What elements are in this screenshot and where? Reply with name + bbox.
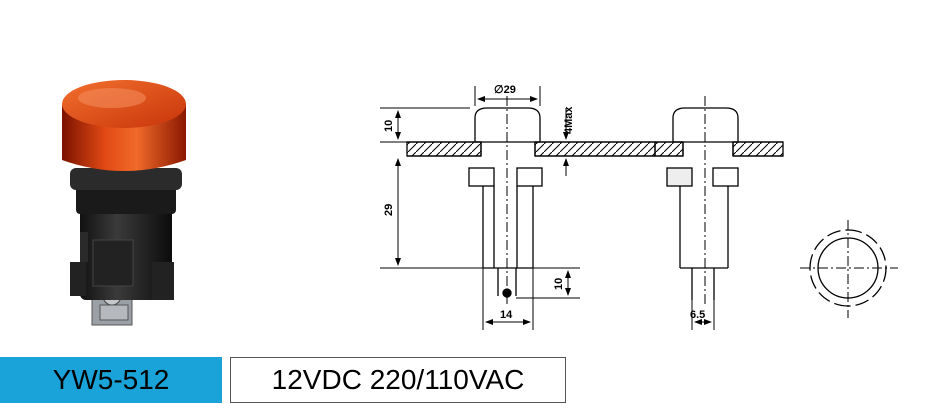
dim-terminal-length: 10 [553,278,565,290]
dim-diameter: ∅29 [494,84,516,96]
dim-body-height: 29 [383,204,395,216]
bottom-view [800,220,898,318]
side-view-plain [654,96,784,305]
dimension-lines-2 [691,300,715,330]
dim-terminal-gap: 6.5 [690,309,705,321]
dim-panel-max: 4Max [563,106,575,134]
dim-cap-height: 10 [383,120,395,132]
model-label: YW5-512 [0,357,222,403]
side-view-dimensioned [406,96,656,305]
dim-body-width: 14 [500,309,513,321]
product-photo [62,80,186,326]
voltage-spec-label: 12VDC 220/110VAC [230,357,566,403]
dimension-lines [380,86,580,330]
